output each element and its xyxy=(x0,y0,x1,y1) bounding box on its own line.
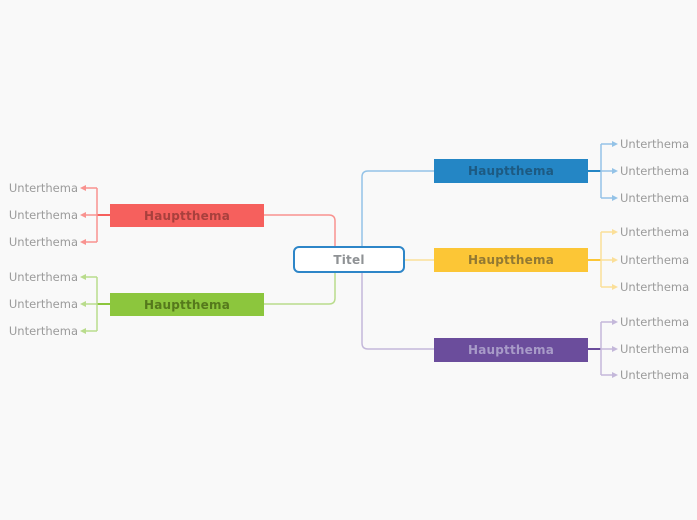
subtopic-label[interactable]: Unterthema xyxy=(620,342,690,356)
root-node-label: Titel xyxy=(333,252,365,267)
connector-blue-curve xyxy=(361,170,434,246)
subtopic-label[interactable]: Unterthema xyxy=(8,181,78,195)
main-topic-green[interactable]: Hauptthema xyxy=(110,293,264,316)
arrowhead-icon xyxy=(612,229,618,235)
arrowhead-icon xyxy=(612,257,618,263)
arrowhead-icon xyxy=(612,372,618,378)
arrowhead-icon xyxy=(612,168,618,174)
subtopic-label[interactable]: Unterthema xyxy=(620,164,690,178)
main-topic-label: Hauptthema xyxy=(143,208,231,223)
arrowhead-icon xyxy=(612,141,618,147)
subtopic-label[interactable]: Unterthema xyxy=(620,137,690,151)
root-node-titel[interactable]: Titel xyxy=(293,246,405,273)
main-topic-purple[interactable]: Hauptthema xyxy=(434,338,588,362)
arrowhead-icon xyxy=(80,301,86,307)
main-topic-label: Hauptthema xyxy=(467,343,555,357)
arrowhead-icon xyxy=(612,284,618,290)
subtopic-label[interactable]: Unterthema xyxy=(8,235,78,249)
subtopic-label[interactable]: Unterthema xyxy=(620,191,690,205)
main-topic-label: Hauptthema xyxy=(467,164,555,178)
subtopic-label[interactable]: Unterthema xyxy=(8,324,78,338)
main-topic-red[interactable]: Hauptthema xyxy=(110,204,264,227)
arrowhead-icon xyxy=(80,212,86,218)
subtopic-label[interactable]: Unterthema xyxy=(620,368,690,382)
arrowhead-icon xyxy=(80,328,86,334)
connector-red-curve xyxy=(264,214,336,246)
main-topic-yellow[interactable]: Hauptthema xyxy=(434,248,588,272)
subtopic-label[interactable]: Unterthema xyxy=(620,315,690,329)
arrowhead-icon xyxy=(80,185,86,191)
arrowhead-icon xyxy=(612,319,618,325)
subtopic-label[interactable]: Unterthema xyxy=(8,208,78,222)
arrowhead-icon xyxy=(80,239,86,245)
subtopic-label[interactable]: Unterthema xyxy=(8,270,78,284)
main-topic-label: Hauptthema xyxy=(143,297,231,312)
connector-green-curve xyxy=(264,273,336,305)
arrowhead-icon xyxy=(80,274,86,280)
subtopic-label[interactable]: Unterthema xyxy=(8,297,78,311)
subtopic-label[interactable]: Unterthema xyxy=(620,253,690,267)
main-topic-blue[interactable]: Hauptthema xyxy=(434,159,588,183)
connector-purple-curve xyxy=(361,273,434,350)
main-topic-label: Hauptthema xyxy=(467,253,555,267)
subtopic-label[interactable]: Unterthema xyxy=(620,225,690,239)
subtopic-label[interactable]: Unterthema xyxy=(620,280,690,294)
arrowhead-icon xyxy=(612,346,618,352)
arrowhead-icon xyxy=(612,195,618,201)
